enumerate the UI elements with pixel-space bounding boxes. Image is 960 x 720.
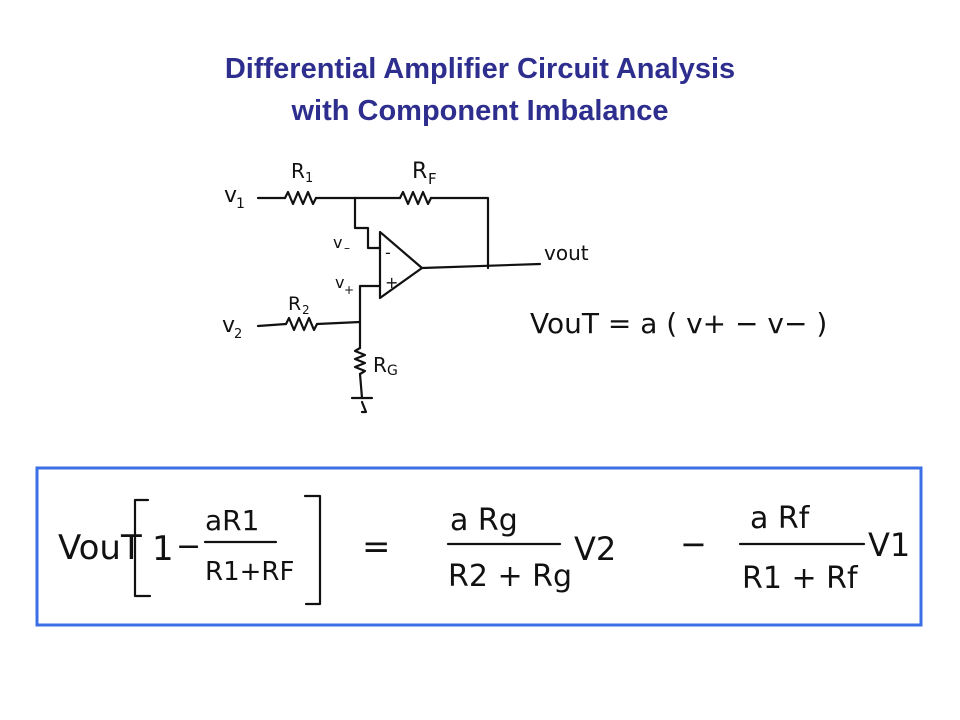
right-bracket <box>303 494 322 606</box>
rg-bottom-wire <box>358 372 364 400</box>
v2-wire <box>256 322 288 328</box>
inverting-input-wire <box>353 196 382 250</box>
eq-frac3-num: a Rf <box>750 501 811 536</box>
left-bracket <box>133 498 152 598</box>
r2-resistor <box>284 316 319 332</box>
label-r1-sub: 1 <box>305 171 313 186</box>
eq-vout: VouT <box>58 528 142 568</box>
output-wire <box>420 262 542 270</box>
label-vplus: v <box>335 273 344 292</box>
title-line-2: with Component Imbalance <box>291 95 669 127</box>
ground-symbol <box>350 396 374 414</box>
eq-minus-2: − <box>680 525 707 563</box>
label-r2: R <box>288 293 301 315</box>
label-v1: v <box>224 183 237 208</box>
label-r1: R <box>291 159 305 183</box>
eq-minus-1: − <box>176 529 201 564</box>
label-rg: R <box>373 353 387 377</box>
label-vminus-sub: – <box>344 241 350 255</box>
rf-resistor <box>398 190 433 206</box>
label-vout: vout <box>544 241 589 265</box>
label-v2-sub: 2 <box>234 327 242 342</box>
eq-v1: V1 <box>868 526 910 564</box>
label-rf-sub: F <box>428 170 437 188</box>
gain-equation: VouT = a ( v+ − v− ) <box>530 307 827 340</box>
r2-to-node-wire <box>315 320 362 326</box>
eq-frac1-num: aR1 <box>205 504 259 537</box>
label-v2: v <box>222 313 235 338</box>
eq-frac2-num: a Rg <box>450 503 518 538</box>
label-vminus: v <box>333 233 342 252</box>
eq-frac1-den: R1+RF <box>205 557 294 587</box>
op-amp-triangle <box>378 230 424 300</box>
op-amp-schematic: v 1 R 1 R F v – - + v + R 2 v 2 R G vout <box>222 159 589 414</box>
label-minus-input: - <box>385 243 391 262</box>
label-rf: R <box>412 159 427 184</box>
eq-one: 1 <box>152 529 174 569</box>
label-plus-input: + <box>385 273 398 292</box>
label-r2-sub: 2 <box>302 303 310 317</box>
label-rg-sub: G <box>387 363 398 379</box>
eq-frac2-den: R2 + Rg <box>448 559 572 594</box>
rf-feedback-wire <box>429 196 490 270</box>
title-line-1: Differential Amplifier Circuit Analysis <box>224 53 736 85</box>
rg-resistor <box>353 346 367 376</box>
page-title: Differential Amplifier Circuit Analysis … <box>0 48 960 132</box>
eq-frac3-den: R1 + Rf <box>742 561 859 596</box>
boxed-equation: VouT 1 − aR1 R1+RF = a Rg R2 + Rg V2 − a… <box>58 494 910 606</box>
eq-equals: = <box>362 527 391 567</box>
noninverting-input-wire <box>358 284 382 324</box>
label-vplus-sub: + <box>344 283 354 297</box>
r1-resistor <box>283 190 318 206</box>
result-box <box>35 466 923 627</box>
eq-v2: V2 <box>574 530 616 568</box>
label-v1-sub: 1 <box>236 196 245 212</box>
